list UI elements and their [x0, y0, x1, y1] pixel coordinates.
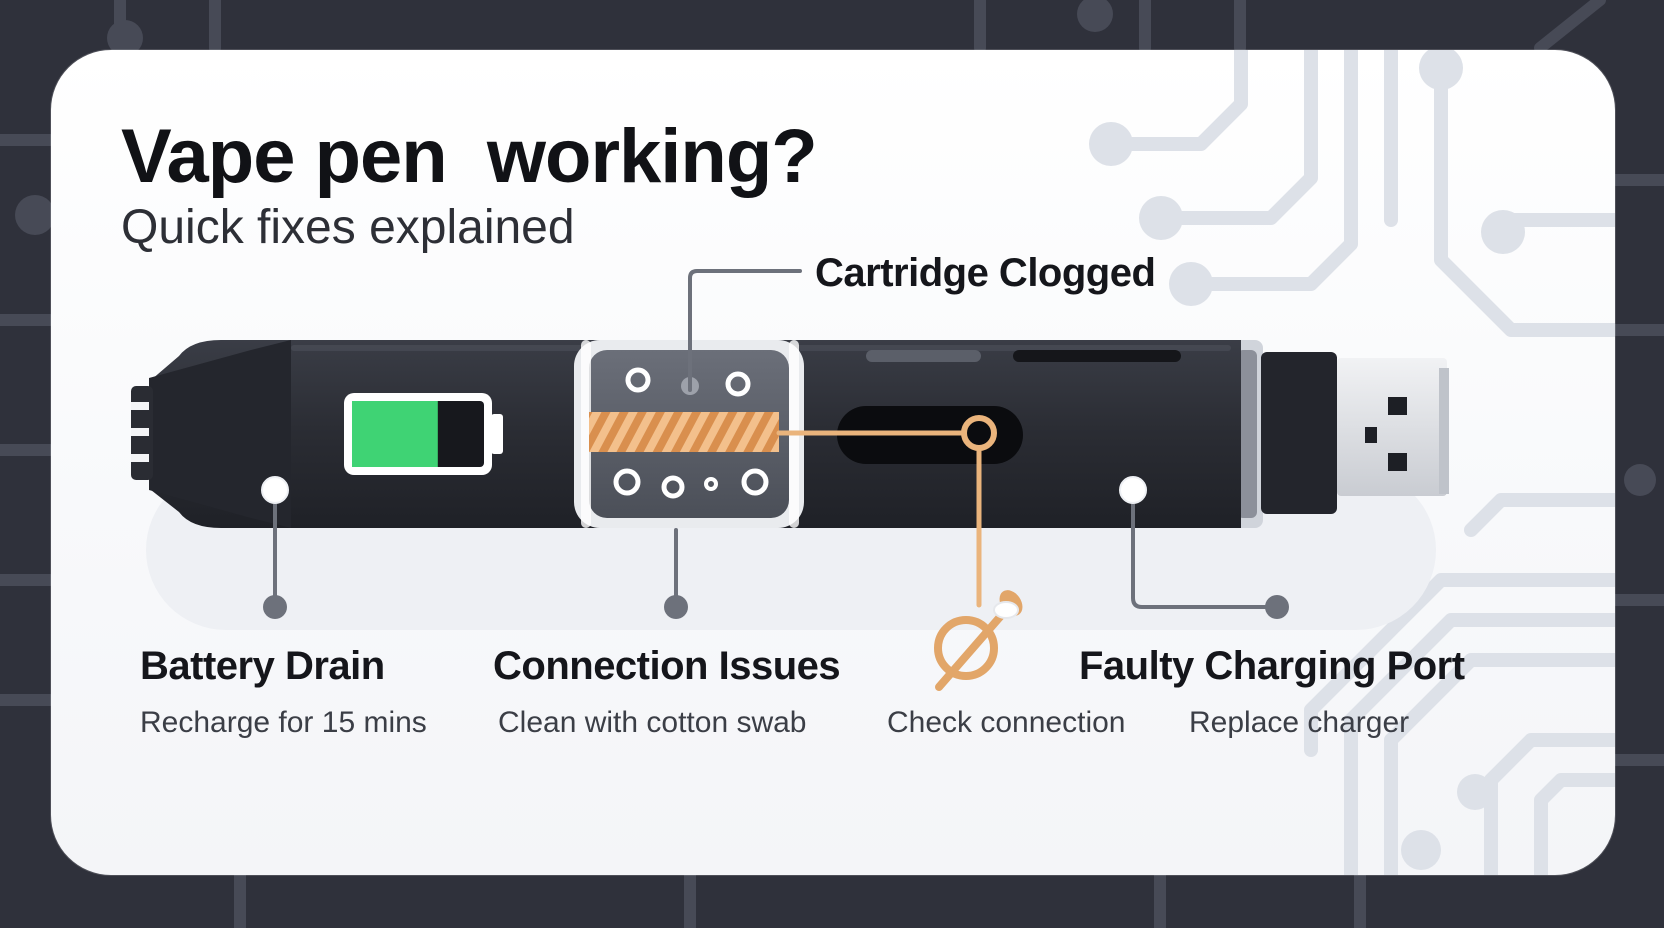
pen-mouthpiece: [149, 340, 291, 528]
battery-drain-label: Battery Drain: [140, 644, 385, 688]
cartridge-clogged-label: Cartridge Clogged: [815, 251, 1156, 295]
battery-level-fill: [352, 401, 438, 467]
usb-plug-icon: [1337, 358, 1449, 496]
check-connection-fix: Check connection: [887, 706, 1126, 739]
leader-nodes-grey: [263, 595, 1289, 619]
battery-icon: [344, 393, 503, 475]
cartridge-window: [574, 340, 804, 528]
connection-issues-fix: Clean with cotton swab: [498, 706, 807, 739]
wick-connector: [776, 430, 982, 608]
faulty-charging-port-label: Faulty Charging Port: [1079, 644, 1465, 688]
pen-diagram: [131, 50, 1615, 875]
card-circuit-pads: [1089, 50, 1525, 870]
leader-nodes-white: [261, 476, 1147, 504]
pen-vent-2: [1013, 350, 1181, 362]
content-card: Vape pen working? Quick fixes explained …: [51, 50, 1615, 875]
coil-icon: [589, 412, 779, 452]
page-title: Vape pen working?: [121, 114, 818, 199]
connection-issues-label: Connection Issues: [493, 644, 841, 688]
card-circuit-traces: [1104, 50, 1615, 875]
pen-end-cap: [1261, 352, 1337, 514]
connector-node: [961, 415, 997, 451]
leader-lines: [273, 269, 1279, 609]
battery-drain-fix: Recharge for 15 mins: [140, 706, 427, 739]
cotton-swab-icon: [934, 606, 1010, 691]
page-subtitle: Quick fixes explained: [121, 201, 575, 254]
pen-vent-1: [866, 350, 981, 362]
faulty-charging-port-fix: Replace charger: [1189, 706, 1410, 739]
